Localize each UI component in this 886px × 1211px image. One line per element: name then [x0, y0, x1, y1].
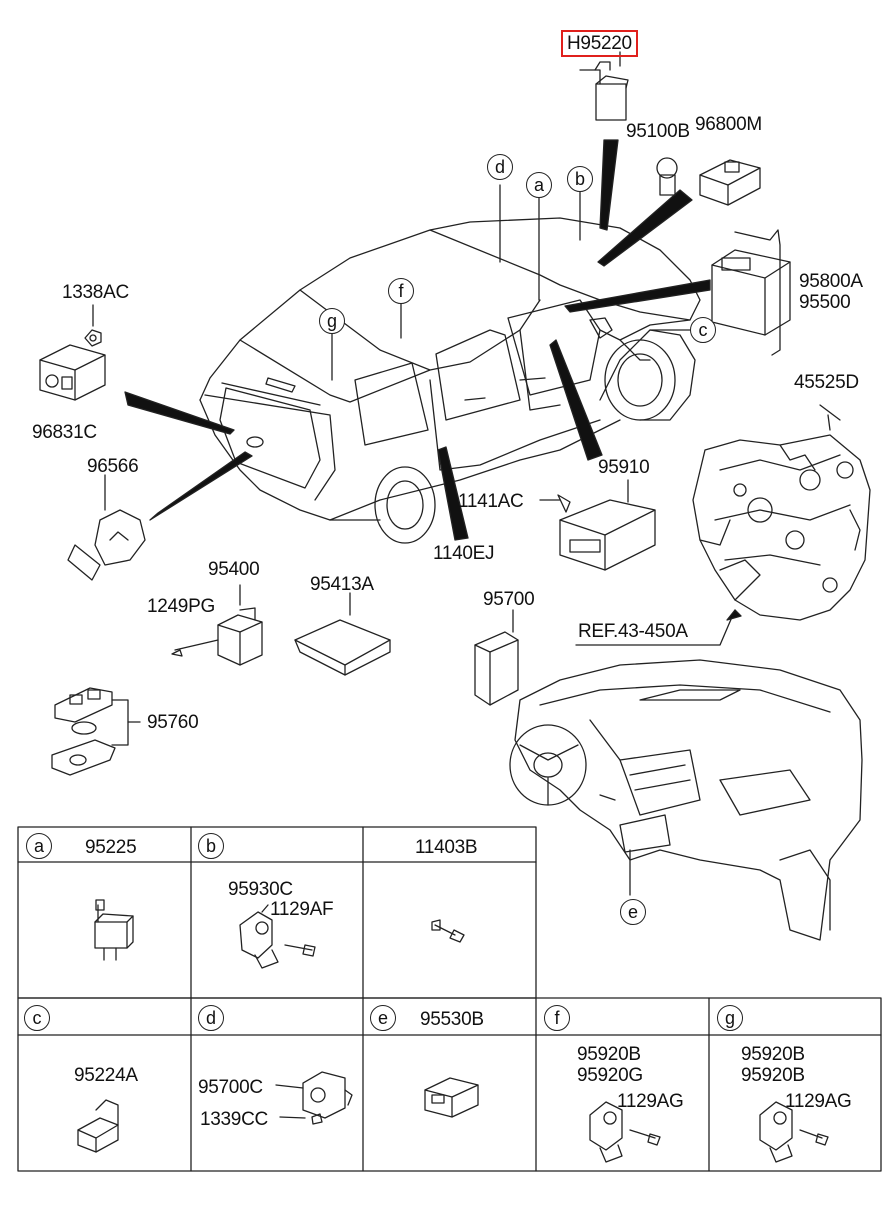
transmission-drawing	[692, 434, 871, 621]
table-part-95930c: 95930C	[228, 879, 293, 900]
callout-96800m: 96800M	[695, 114, 762, 135]
table-part-1339cc: 1339CC	[200, 1109, 268, 1130]
marker-g: g	[319, 308, 345, 334]
table-letter-e: e	[370, 1005, 396, 1031]
callout-1338ac: 1338AC	[62, 282, 129, 303]
callout-h95220: H95220	[561, 30, 638, 57]
callout-1249pg: 1249PG	[147, 596, 215, 617]
table-part-f-95920g: 95920G	[577, 1065, 643, 1086]
callout-95700: 95700	[483, 589, 535, 610]
callout-1141ac: 1141AC	[458, 491, 524, 512]
marker-e: e	[620, 899, 646, 925]
marker-a: a	[526, 172, 552, 198]
dashboard-drawing	[509, 659, 863, 941]
callout-95500: 95500	[799, 292, 851, 313]
callout-95800a: 95800A	[799, 271, 863, 292]
table-part-95530b: 95530B	[420, 1009, 484, 1030]
table-letter-b: b	[198, 833, 224, 859]
table-part-95225: 95225	[85, 837, 137, 858]
table-letter-c: c	[24, 1005, 50, 1031]
callout-96831c: 96831C	[32, 422, 97, 443]
table-part-11403b: 11403B	[415, 837, 478, 858]
table-part-95700c: 95700C	[198, 1077, 263, 1098]
table-letter-f: f	[544, 1005, 570, 1031]
marker-d: d	[487, 154, 513, 180]
table-part-g-95920b-2: 95920B	[741, 1065, 805, 1086]
callout-95760: 95760	[147, 712, 199, 733]
table-letter-d: d	[198, 1005, 224, 1031]
callout-1140ej: 1140EJ	[433, 543, 495, 564]
marker-c: c	[690, 317, 716, 343]
marker-f: f	[388, 278, 414, 304]
table-letter-a: a	[26, 833, 52, 859]
table-part-g-95920b-1: 95920B	[741, 1044, 805, 1065]
table-part-g-1129ag: 1129AG	[785, 1091, 852, 1112]
callout-ref-43-450a: REF.43-450A	[578, 621, 688, 642]
vehicle-drawing	[199, 217, 701, 544]
table-part-1129af: 1129AF	[270, 899, 334, 920]
table-part-95224a: 95224A	[74, 1065, 138, 1086]
callout-95910: 95910	[598, 457, 650, 478]
table-part-f-1129ag: 1129AG	[617, 1091, 684, 1112]
callout-95100b: 95100B	[626, 121, 690, 142]
callout-45525d: 45525D	[794, 372, 859, 393]
callout-96566: 96566	[87, 456, 139, 477]
table-letter-g: g	[717, 1005, 743, 1031]
marker-b: b	[567, 166, 593, 192]
callout-95400: 95400	[208, 559, 260, 580]
parts-table	[17, 826, 882, 1172]
table-part-f-95920b: 95920B	[577, 1044, 641, 1065]
callout-95413a: 95413A	[310, 574, 374, 595]
